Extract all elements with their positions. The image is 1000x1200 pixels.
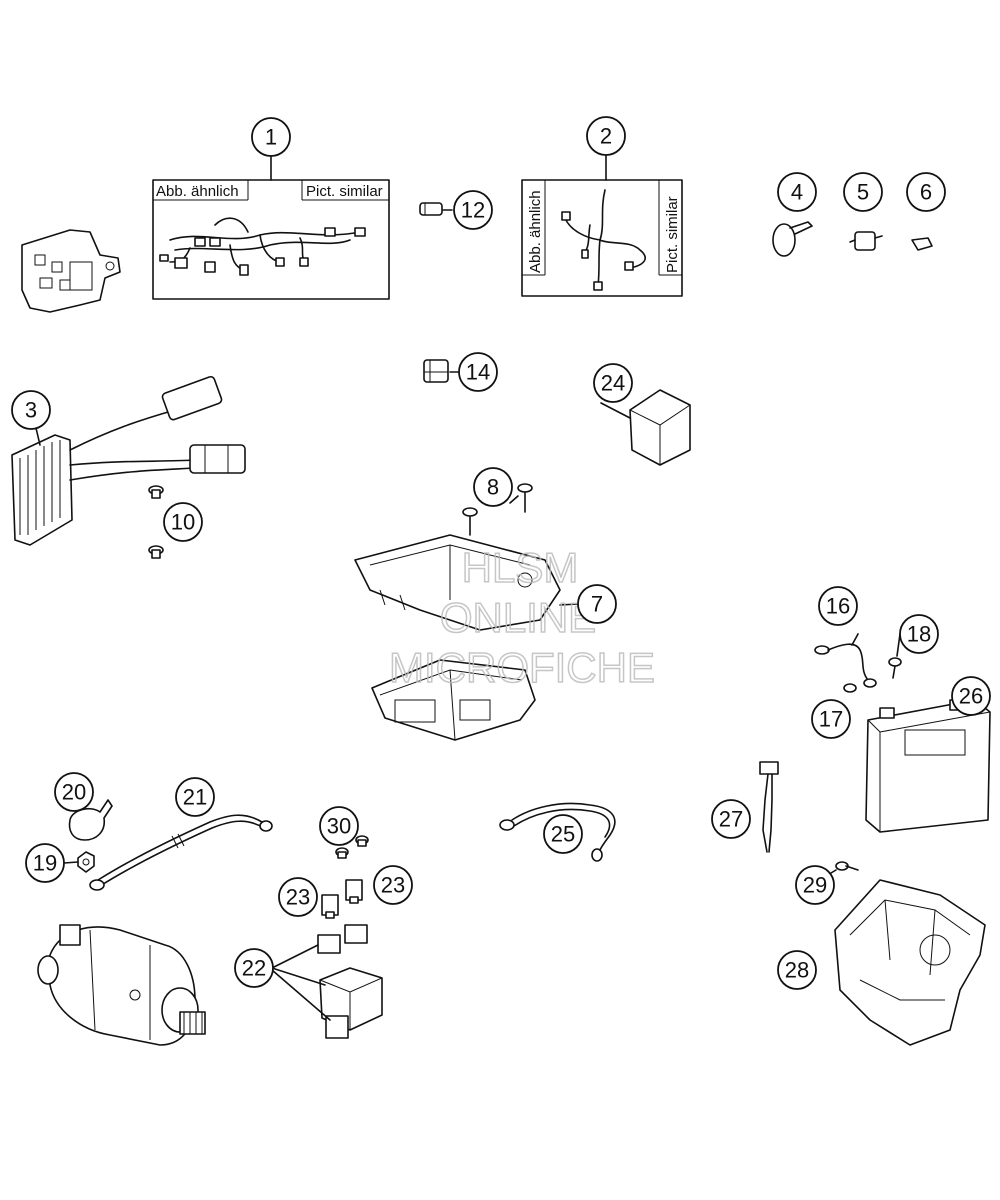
callout-30[interactable]: 30 bbox=[319, 806, 359, 846]
callout-8[interactable]: 8 bbox=[473, 467, 513, 507]
starter-motor[interactable] bbox=[37, 924, 206, 1046]
relay-module[interactable] bbox=[629, 389, 691, 466]
screw-8a[interactable] bbox=[462, 507, 478, 536]
callout-3[interactable]: 3 bbox=[11, 390, 51, 430]
holder-screw[interactable] bbox=[835, 861, 859, 871]
callout-7[interactable]: 7 bbox=[577, 584, 617, 624]
battery-cable[interactable] bbox=[499, 802, 616, 862]
callout-10[interactable]: 10 bbox=[163, 502, 203, 542]
hose-clip[interactable] bbox=[911, 237, 933, 251]
screw-8b[interactable] bbox=[517, 483, 533, 513]
callout-23b[interactable]: 23 bbox=[373, 865, 413, 905]
callout-14[interactable]: 14 bbox=[458, 352, 498, 392]
callout-17-label: 17 bbox=[819, 707, 843, 732]
callout-2[interactable]: 2 bbox=[586, 116, 626, 156]
callout-14-label: 14 bbox=[466, 360, 490, 385]
callout-16[interactable]: 16 bbox=[818, 586, 858, 626]
callout-20[interactable]: 20 bbox=[54, 772, 94, 812]
callout-19-label: 19 bbox=[33, 851, 57, 876]
callout-5[interactable]: 5 bbox=[843, 172, 883, 212]
wiring-harness-drawing bbox=[159, 217, 366, 276]
box2-left-label: Abb. ähnlich bbox=[527, 190, 544, 273]
screw-10b[interactable] bbox=[148, 545, 164, 559]
callout-10-label: 10 bbox=[171, 510, 195, 535]
callout-1-label: 1 bbox=[265, 125, 277, 150]
callout-group: 1 2 3 4 5 6 7 8 10 12 14 16 17 18 19 20 … bbox=[11, 116, 991, 990]
callout-25[interactable]: 25 bbox=[543, 814, 583, 854]
watermark-line2: ONLINE bbox=[440, 594, 596, 641]
mounting-bracket[interactable] bbox=[21, 229, 121, 313]
callout-18-label: 18 bbox=[907, 622, 931, 647]
watermark-line3: MICROFICHE bbox=[389, 644, 655, 691]
callout-5-label: 5 bbox=[857, 180, 869, 205]
battery-holder[interactable] bbox=[834, 879, 986, 1046]
callout-29-label: 29 bbox=[803, 873, 827, 898]
box1-left-label: Abb. ähnlich bbox=[156, 183, 239, 200]
wiring-harness-box[interactable]: Abb. ähnlich Pict. similar bbox=[152, 179, 390, 300]
callout-6[interactable]: 6 bbox=[906, 172, 946, 212]
callout-25-label: 25 bbox=[551, 822, 575, 847]
callout-20-label: 20 bbox=[62, 780, 86, 805]
callout-29[interactable]: 29 bbox=[795, 865, 835, 905]
callout-28-label: 28 bbox=[785, 958, 809, 983]
screw-10a[interactable] bbox=[148, 485, 164, 499]
callout-1[interactable]: 1 bbox=[251, 117, 291, 157]
screw-30a[interactable] bbox=[335, 847, 349, 859]
callout-7-label: 7 bbox=[591, 592, 603, 617]
callout-12-label: 12 bbox=[461, 198, 485, 223]
callout-3-label: 3 bbox=[25, 398, 37, 423]
callout-17[interactable]: 17 bbox=[811, 699, 851, 739]
cable-clip[interactable] bbox=[849, 231, 883, 251]
callout-28[interactable]: 28 bbox=[777, 950, 817, 990]
callout-23b-label: 23 bbox=[381, 873, 405, 898]
box2-right-label: Pict. similar bbox=[664, 196, 681, 273]
callout-16-label: 16 bbox=[826, 594, 850, 619]
callout-4[interactable]: 4 bbox=[777, 172, 817, 212]
ecu-holder[interactable] bbox=[354, 534, 561, 631]
callout-23a[interactable]: 23 bbox=[278, 877, 318, 917]
voltage-regulator[interactable] bbox=[11, 375, 246, 546]
box1-right-label: Pict. similar bbox=[306, 183, 383, 200]
callout-26[interactable]: 26 bbox=[951, 676, 991, 716]
starter-relay[interactable] bbox=[317, 924, 383, 1039]
callout-6-label: 6 bbox=[920, 180, 932, 205]
callout-2-label: 2 bbox=[600, 124, 612, 149]
callout-22[interactable]: 22 bbox=[234, 948, 274, 988]
terminal-cap[interactable] bbox=[68, 799, 113, 841]
callout-23a-label: 23 bbox=[286, 885, 310, 910]
callout-12[interactable]: 12 bbox=[453, 190, 493, 230]
ground-cable[interactable] bbox=[814, 643, 877, 688]
watermark-line1: HLSM bbox=[462, 544, 579, 591]
sub-harness-drawing bbox=[561, 189, 646, 291]
screw-30b[interactable] bbox=[355, 835, 369, 847]
callout-27-label: 27 bbox=[719, 807, 743, 832]
fuse-b[interactable] bbox=[345, 879, 363, 904]
callout-30-label: 30 bbox=[327, 814, 351, 839]
callout-26-label: 26 bbox=[959, 684, 983, 709]
callout-24[interactable]: 24 bbox=[593, 363, 633, 403]
callout-18[interactable]: 18 bbox=[899, 614, 939, 654]
battery-screw[interactable] bbox=[888, 657, 902, 679]
cable-tie[interactable] bbox=[772, 221, 813, 257]
battery[interactable] bbox=[865, 699, 991, 833]
callout-8-label: 8 bbox=[487, 475, 499, 500]
ecu-control-unit[interactable] bbox=[371, 659, 536, 741]
callout-24-label: 24 bbox=[601, 371, 625, 396]
callout-21-label: 21 bbox=[183, 785, 207, 810]
washer[interactable] bbox=[843, 683, 857, 693]
vent-tube[interactable] bbox=[759, 761, 779, 853]
callout-22-label: 22 bbox=[242, 956, 266, 981]
small-bulb[interactable] bbox=[419, 202, 443, 216]
sub-harness-box[interactable]: Abb. ähnlich Pict. similar bbox=[521, 179, 683, 297]
starter-cable[interactable] bbox=[89, 814, 273, 891]
callout-4-label: 4 bbox=[791, 180, 803, 205]
callout-19[interactable]: 19 bbox=[25, 843, 65, 883]
connector-small[interactable] bbox=[423, 359, 449, 383]
callout-21[interactable]: 21 bbox=[175, 777, 215, 817]
watermark: HLSM ONLINE MICROFICHE bbox=[388, 543, 656, 692]
callout-27[interactable]: 27 bbox=[711, 799, 751, 839]
fuse-a[interactable] bbox=[321, 894, 339, 919]
nut[interactable] bbox=[77, 851, 95, 873]
